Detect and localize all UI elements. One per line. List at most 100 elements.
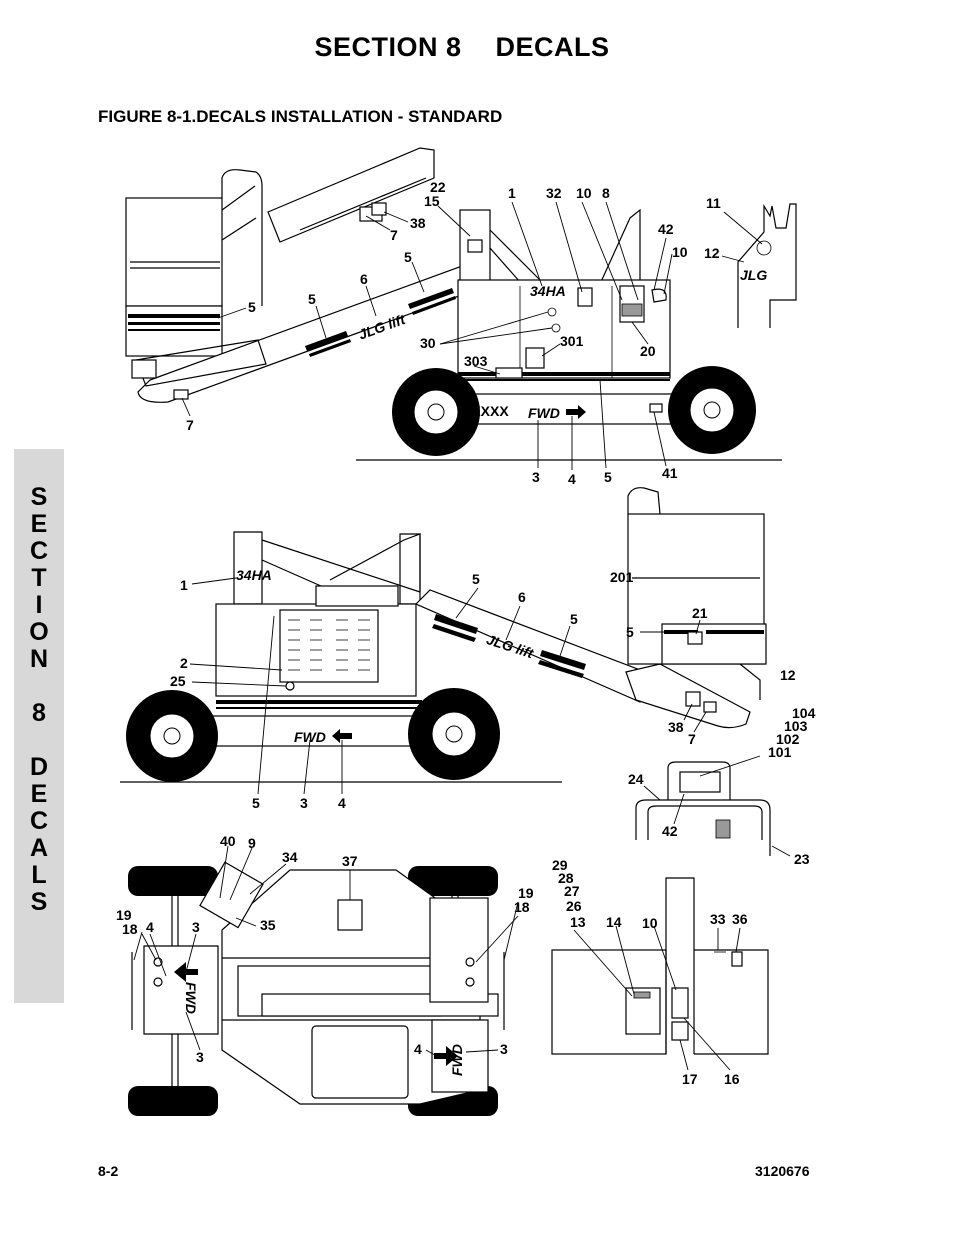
model-decal-right: 34HA xyxy=(236,567,272,583)
wheels-view2 xyxy=(126,688,500,782)
callout: 5 xyxy=(604,469,612,485)
side-tab-letter: T xyxy=(31,564,47,592)
view-top: FWD FWD 40 9 34 37 35 19 1 xyxy=(116,833,769,1116)
callout: 3 xyxy=(500,1041,508,1057)
callout: 26 xyxy=(566,898,582,914)
callout: 27 xyxy=(564,883,580,899)
callout: 17 xyxy=(682,1071,698,1087)
page-number: 8-2 xyxy=(98,1163,119,1179)
callout: 25 xyxy=(170,673,186,689)
callout: 3 xyxy=(532,469,540,485)
callout: 19 xyxy=(116,907,132,923)
callout: 14 xyxy=(606,914,622,930)
callout: 7 xyxy=(186,417,194,433)
lower-boom: JLG lift xyxy=(131,265,471,403)
view2-leaders xyxy=(189,577,791,857)
callout: 8 xyxy=(602,185,610,201)
callout: 102 xyxy=(776,731,800,747)
callout: 21 xyxy=(692,605,708,621)
callout: 13 xyxy=(570,914,586,930)
callout: 5 xyxy=(570,611,578,627)
view-left-side: JLG lift 34HA XXXXX FWD xyxy=(125,147,797,487)
callout: 4 xyxy=(338,795,346,811)
wheels-view1 xyxy=(392,366,756,456)
fwd-decal-side: FWD xyxy=(528,405,560,421)
side-tab-letter: D xyxy=(29,753,49,781)
engine-grille xyxy=(288,619,370,671)
callout: 4 xyxy=(146,919,154,935)
side-tab-letter: O xyxy=(29,618,49,646)
detail-control-box: 29 28 27 26 13 14 10 33 36 17 16 xyxy=(551,857,769,1087)
callout: 38 xyxy=(410,215,426,231)
model-decal: 34HA xyxy=(530,283,566,299)
callout: 1 xyxy=(508,185,516,201)
callout: 7 xyxy=(688,731,696,747)
section-number: SECTION 8 xyxy=(314,32,462,62)
callout: 6 xyxy=(518,589,526,605)
view1-leaders xyxy=(181,201,763,470)
callout: 12 xyxy=(780,667,796,683)
fwd-decal-right: FWD xyxy=(294,729,326,745)
callout: 10 xyxy=(576,185,592,201)
callout: 4 xyxy=(568,471,576,487)
document-number: 3120676 xyxy=(755,1163,810,1179)
callout: 19 xyxy=(518,885,534,901)
callout: 104 xyxy=(792,705,816,721)
section-name: DECALS xyxy=(495,32,610,62)
side-tab-letter: 8 xyxy=(32,699,46,727)
callout: 35 xyxy=(260,917,276,933)
callout: 18 xyxy=(122,921,138,937)
callout: 12 xyxy=(704,245,720,261)
callout: 18 xyxy=(514,899,530,915)
callout: 5 xyxy=(248,299,256,315)
callout: 4 xyxy=(414,1041,422,1057)
side-tab-letter: E xyxy=(30,510,48,538)
callout: 5 xyxy=(252,795,260,811)
side-tab-letter: E xyxy=(30,780,48,808)
callout: 38 xyxy=(668,719,684,735)
view-right-side: 34HA FWD JLG lift xyxy=(120,487,816,867)
fwd-decal-top-left: FWD xyxy=(183,982,199,1014)
side-tab-letter: C xyxy=(29,537,49,565)
callout: 40 xyxy=(220,833,236,849)
callout: 11 xyxy=(706,195,721,211)
view3-leaders xyxy=(133,845,519,1059)
side-tab-letter: S xyxy=(30,888,48,916)
callout: 28 xyxy=(558,870,574,886)
callout: 34 xyxy=(282,849,298,865)
callout: 33 xyxy=(710,911,726,927)
fwd-decal-top-right: FWD xyxy=(449,1044,465,1076)
callout: 201 xyxy=(610,569,634,585)
callout: 42 xyxy=(658,221,674,237)
callout: 15 xyxy=(424,193,440,209)
callout: 103 xyxy=(784,718,808,734)
callout: 3 xyxy=(192,919,200,935)
detail-control-console xyxy=(635,761,771,856)
chassis-body: 34HA XXXXX FWD xyxy=(457,208,681,425)
view2-callouts: 1 5 6 5 201 21 5 12 2 25 104 103 102 101… xyxy=(170,569,816,867)
view3-callouts: 40 9 34 37 35 19 18 4 3 3 19 18 4 3 xyxy=(116,833,534,1065)
callout: 301 xyxy=(560,333,584,349)
callout: 37 xyxy=(342,853,358,869)
callout: 5 xyxy=(472,571,480,587)
callout: 24 xyxy=(628,771,644,787)
callout: 23 xyxy=(794,851,810,867)
side-tab-letter: C xyxy=(29,807,49,835)
detail-logo-panel: JLG xyxy=(737,203,797,328)
side-tab-letter: I xyxy=(35,591,43,619)
callout: 22 xyxy=(430,179,446,195)
callout: 42 xyxy=(662,823,678,839)
callout: 30 xyxy=(420,335,436,351)
callout: 6 xyxy=(360,271,368,287)
callout: 9 xyxy=(248,835,256,851)
callout: 303 xyxy=(464,353,488,369)
callout: 101 xyxy=(768,744,792,760)
callout: 5 xyxy=(308,291,316,307)
callout: 2 xyxy=(180,655,188,671)
callout: 3 xyxy=(196,1049,204,1065)
jlg-logo-decal: JLG xyxy=(740,267,767,283)
callout: 36 xyxy=(732,911,748,927)
